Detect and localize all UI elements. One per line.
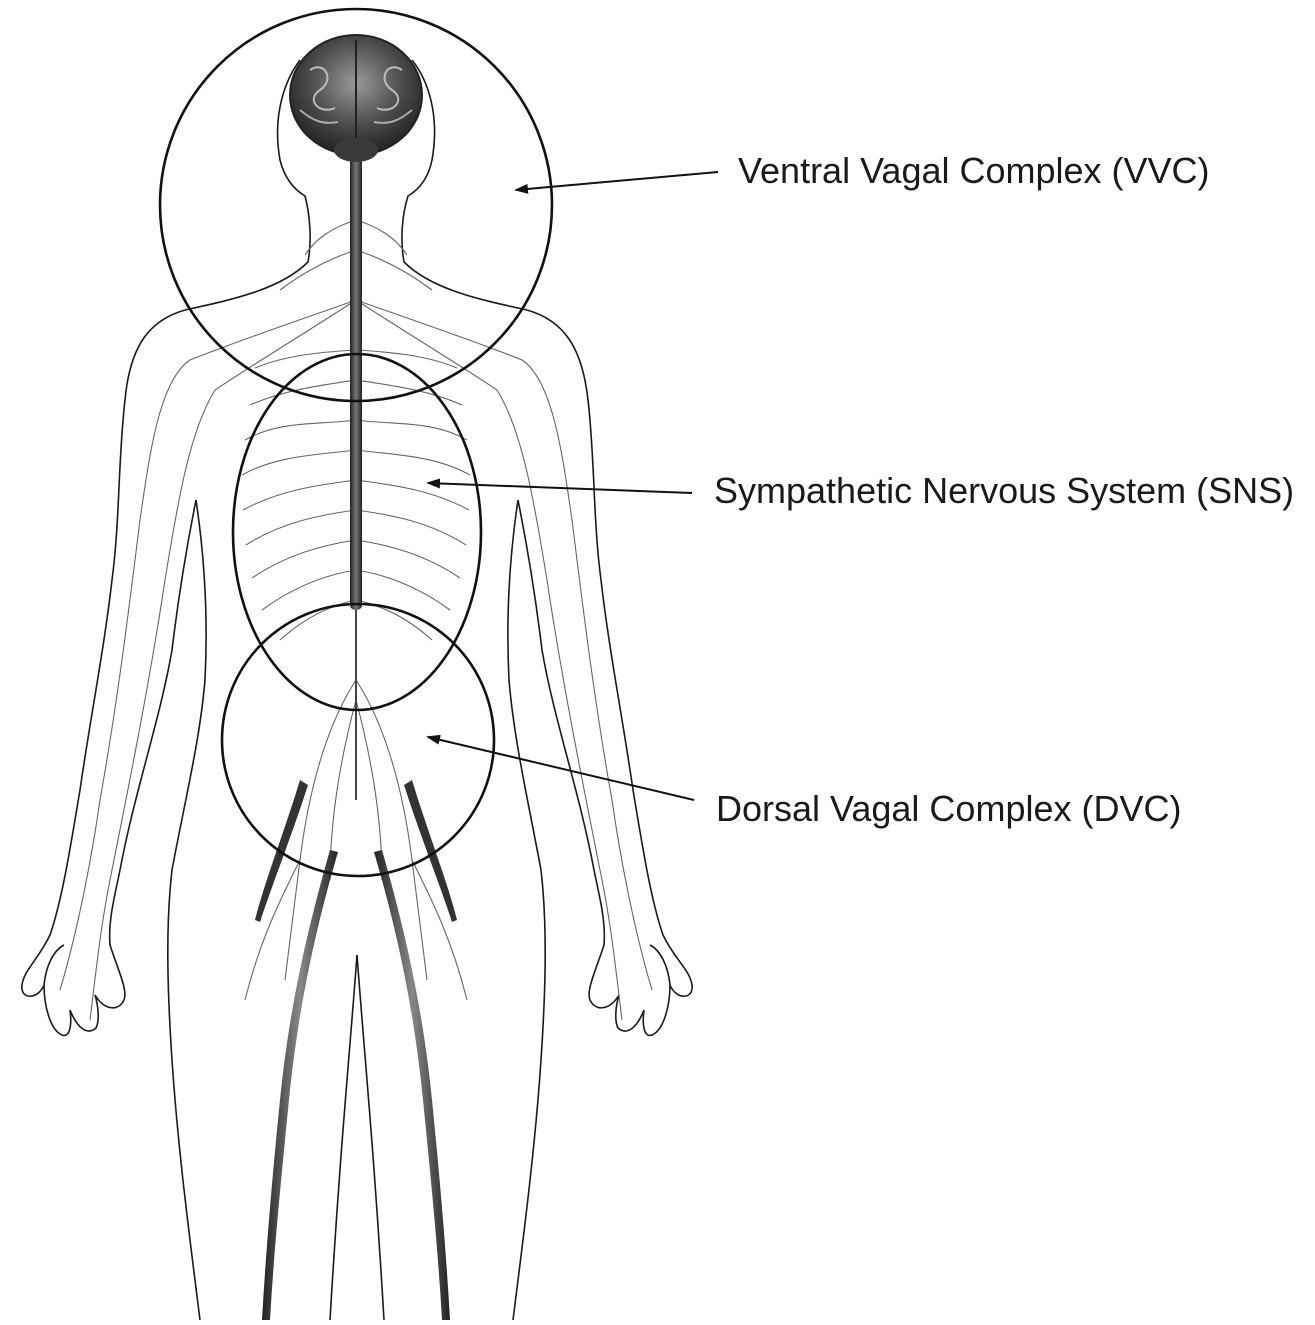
vvc-label: Ventral Vagal Complex (VVC) bbox=[738, 153, 1210, 189]
spinal-cord bbox=[350, 150, 362, 610]
dvc-label: Dorsal Vagal Complex (DVC) bbox=[716, 791, 1181, 827]
vvc-arrow bbox=[516, 172, 718, 190]
brain bbox=[290, 35, 422, 162]
sciatic-nerves bbox=[255, 780, 457, 1320]
dvc-arrow bbox=[428, 737, 694, 800]
sns-arrow bbox=[428, 483, 692, 493]
sns-label: Sympathetic Nervous System (SNS) bbox=[714, 473, 1294, 509]
callout-arrows bbox=[428, 172, 718, 800]
